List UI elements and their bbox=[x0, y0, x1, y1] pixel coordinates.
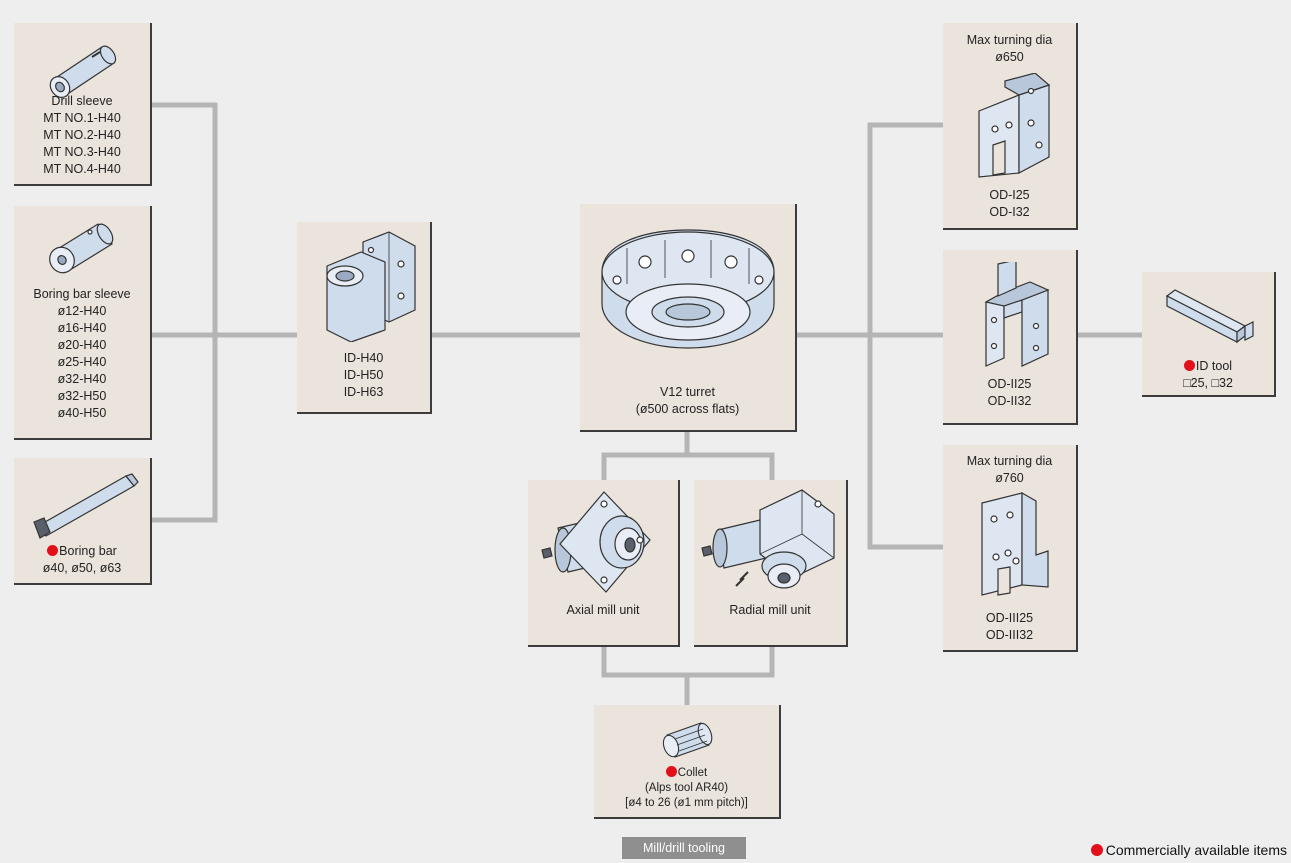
collet-box[interactable]: Collet (Alps tool AR40) [ø4 to 26 (ø1 mm… bbox=[594, 705, 781, 819]
od-1-heading: Max turning dia bbox=[966, 33, 1053, 47]
boring-bar-sleeve-line: ø20-H40 bbox=[57, 338, 107, 352]
turret-box[interactable]: V12 turret (ø500 across flats) bbox=[580, 204, 797, 432]
od-1-line: OD-I25 bbox=[989, 188, 1030, 202]
boring-bar-sleeve-line: ø25-H40 bbox=[57, 355, 107, 369]
boring-bar-sleeve-line: ø32-H40 bbox=[57, 372, 107, 386]
od-2-box[interactable]: OD-II25 OD-II32 bbox=[943, 250, 1078, 425]
turret-line: (ø500 across flats) bbox=[635, 402, 740, 416]
turret-line: V12 turret bbox=[660, 385, 715, 399]
drill-sleeve-icon bbox=[14, 33, 150, 103]
boring-bar-icon bbox=[14, 466, 150, 542]
drill-sleeve-line: MT NO.1-H40 bbox=[43, 111, 121, 125]
collet-name: Collet bbox=[594, 766, 779, 781]
id-holder-icon bbox=[297, 230, 430, 342]
drill-sleeve-box[interactable]: Drill sleeve MT NO.1-H40 MT NO.2-H40 MT … bbox=[14, 23, 152, 186]
drill-sleeve-line: MT NO.2-H40 bbox=[43, 128, 121, 142]
collet-icon bbox=[594, 717, 779, 763]
od-1-line: OD-I32 bbox=[989, 205, 1030, 219]
od-3-holder-icon bbox=[943, 491, 1076, 601]
od-1-box[interactable]: Max turning dia ø650 OD-I25 OD-I32 bbox=[943, 23, 1078, 230]
od-3-line: OD-III25 bbox=[985, 611, 1034, 625]
od-1-holder-icon bbox=[943, 73, 1076, 179]
id-tool-label: ID tool bbox=[1195, 359, 1233, 373]
radial-mill-box[interactable]: Radial mill unit bbox=[694, 480, 848, 647]
od-2-holder-icon bbox=[943, 262, 1076, 372]
mill-drill-tooling-caption: Mill/drill tooling bbox=[622, 837, 746, 859]
boring-bar-sleeve-line: ø32-H50 bbox=[57, 389, 107, 403]
id-tool-icon bbox=[1142, 282, 1274, 352]
od-3-box[interactable]: Max turning dia ø760 OD-III25 OD-III32 bbox=[943, 445, 1078, 652]
id-tool-box[interactable]: ID tool □25, □32 bbox=[1142, 272, 1276, 397]
boring-bar-sleeve-icon bbox=[14, 214, 150, 280]
boring-bar-name: Boring bar bbox=[14, 543, 150, 560]
boring-bar-sleeve-line: Boring bar sleeve bbox=[33, 287, 131, 301]
commercial-marker-icon bbox=[47, 545, 59, 556]
collet-label: Collet bbox=[677, 767, 708, 779]
boring-bar-label: Boring bar bbox=[59, 544, 117, 558]
id-holder-line: ID-H63 bbox=[343, 385, 384, 399]
od-3-heading: Max turning dia bbox=[966, 454, 1053, 468]
collet-line: (Alps tool AR40) bbox=[644, 782, 729, 794]
drill-sleeve-line: MT NO.4-H40 bbox=[43, 162, 121, 176]
drill-sleeve-line: Drill sleeve bbox=[51, 94, 113, 108]
commercial-marker-icon bbox=[1183, 360, 1195, 371]
axial-mill-box[interactable]: Axial mill unit bbox=[528, 480, 680, 647]
boring-bar-sleeve-box[interactable]: Boring bar sleeve ø12-H40 ø16-H40 ø20-H4… bbox=[14, 206, 152, 440]
boring-bar-sleeve-line: ø40-H50 bbox=[57, 406, 107, 420]
legend: Commercially available items bbox=[1090, 841, 1287, 859]
boring-bar-sleeve-line: ø16-H40 bbox=[57, 321, 107, 335]
commercial-marker-icon bbox=[665, 766, 677, 777]
od-2-line: OD-II25 bbox=[987, 377, 1032, 391]
axial-mill-icon bbox=[528, 488, 678, 598]
boring-bar-box[interactable]: Boring bar ø40, ø50, ø63 bbox=[14, 458, 152, 585]
id-tool-name: ID tool bbox=[1142, 358, 1274, 375]
id-holder-line: ID-H50 bbox=[343, 368, 384, 382]
id-holder-line: ID-H40 bbox=[343, 351, 384, 365]
od-1-heading: ø650 bbox=[995, 50, 1024, 64]
od-3-line: OD-III32 bbox=[985, 628, 1034, 642]
id-tool-sizes: □25, □32 bbox=[1183, 376, 1233, 390]
collet-line: [ø4 to 26 (ø1 mm pitch)] bbox=[625, 797, 748, 809]
boring-bar-sleeve-line: ø12-H40 bbox=[57, 304, 107, 318]
drill-sleeve-line: MT NO.3-H40 bbox=[43, 145, 121, 159]
radial-mill-icon bbox=[694, 486, 846, 598]
od-3-heading: ø760 bbox=[995, 471, 1024, 485]
axial-mill-label: Axial mill unit bbox=[566, 603, 640, 617]
turret-icon bbox=[580, 214, 795, 354]
boring-bar-sizes: ø40, ø50, ø63 bbox=[42, 561, 122, 575]
radial-mill-label: Radial mill unit bbox=[729, 603, 811, 617]
od-2-line: OD-II32 bbox=[987, 394, 1032, 408]
legend-label: Commercially available items bbox=[1105, 842, 1287, 858]
id-holder-box[interactable]: ID-H40 ID-H50 ID-H63 bbox=[297, 222, 432, 414]
commercial-marker-icon bbox=[1090, 844, 1103, 856]
